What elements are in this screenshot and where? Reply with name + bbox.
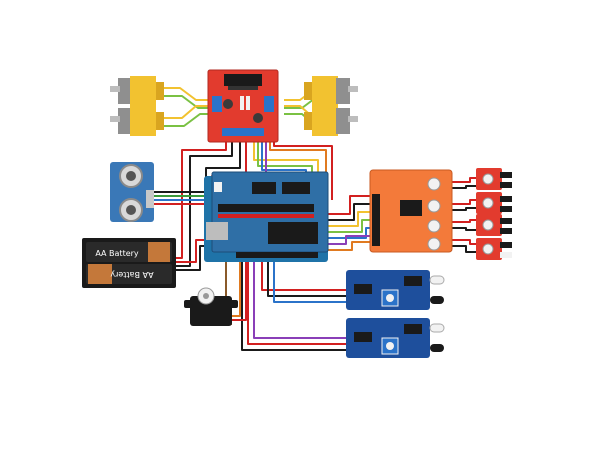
line-tracking-sensor-board <box>369 169 453 253</box>
dc-motor-bottom-right <box>304 106 358 136</box>
battery-label-bottom: AA Battery <box>110 270 154 279</box>
aa-battery-holder: AA Battery AA Battery <box>82 238 176 288</box>
l298n-motor-driver <box>207 69 279 143</box>
dc-motor-top-right <box>304 76 358 106</box>
ir-sensor-module-4 <box>476 238 512 260</box>
dc-motor-bottom-left <box>110 106 164 136</box>
battery-label-top: AA Battery <box>95 249 139 258</box>
servo-motor <box>184 287 238 326</box>
arduino-uno-with-sensor-shield <box>204 171 329 262</box>
ir-sensor-module-3 <box>476 214 512 236</box>
dc-motor-top-left <box>110 76 164 106</box>
ir-obstacle-sensor-bottom <box>346 318 445 358</box>
ir-sensor-module-1 <box>476 168 512 190</box>
ir-sensor-module-2 <box>476 192 512 214</box>
ir-obstacle-sensor-top <box>346 270 445 310</box>
ultrasonic-sensor <box>110 162 154 222</box>
